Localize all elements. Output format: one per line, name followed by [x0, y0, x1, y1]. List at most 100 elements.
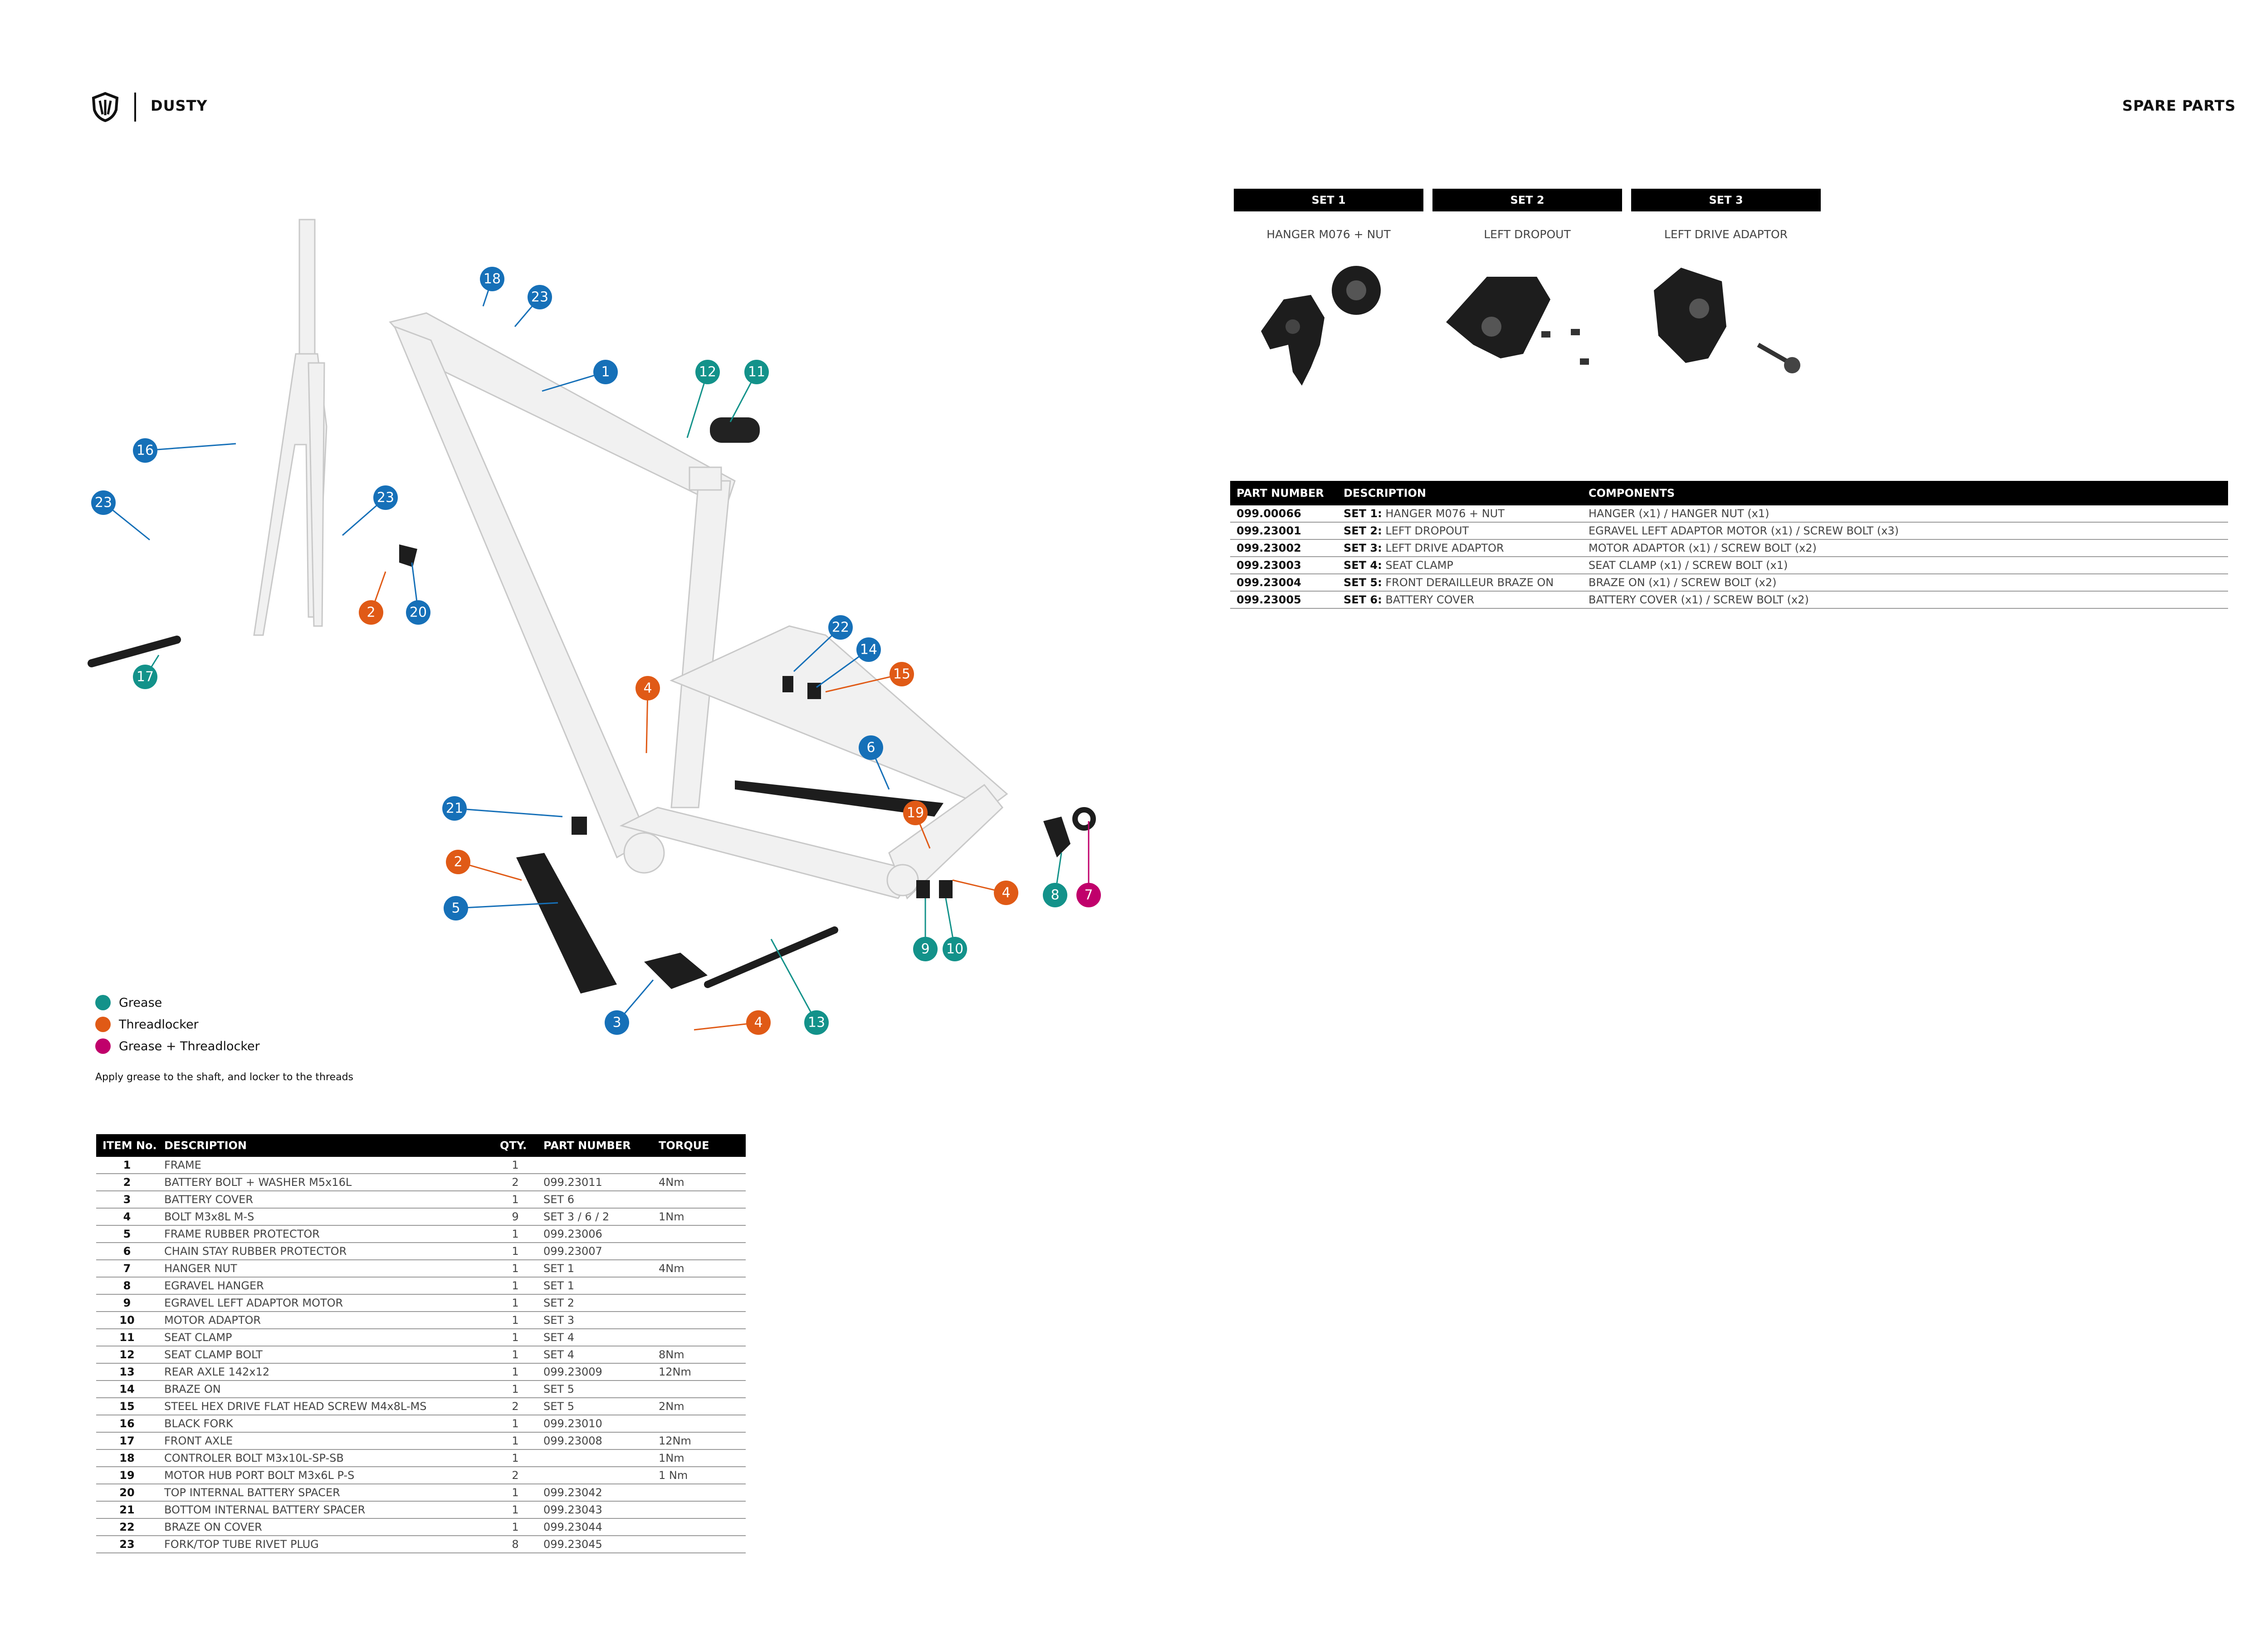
cell-item-number: 9 — [96, 1294, 158, 1312]
hanger-nut-drawing — [1072, 807, 1096, 831]
brand-name: DUSTY — [151, 97, 208, 114]
set-1-name: HANGER M076 + NUT — [1266, 228, 1391, 241]
spare-parts-table: PART NUMBER DESCRIPTION COMPONENTS 099.0… — [1230, 481, 2228, 609]
callout-label: 1 — [601, 364, 610, 380]
leader-line — [770, 939, 817, 1023]
cell-item-number: 11 — [96, 1329, 158, 1346]
cell-part-number: SET 2 — [537, 1294, 652, 1312]
callout-label: 4 — [754, 1015, 763, 1031]
parts-table: ITEM No. DESCRIPTION QTY. PART NUMBER TO… — [96, 1134, 746, 1553]
callout-label: 18 — [484, 271, 501, 287]
cell-torque: 1Nm — [652, 1208, 746, 1226]
cell-description: SET 3: LEFT DRIVE ADAPTOR — [1337, 539, 1582, 557]
legend-note: Apply grease to the shaft, and locker to… — [95, 1072, 354, 1083]
set-description: LEFT DROPOUT — [1385, 524, 1469, 537]
cell-quantity: 1 — [494, 1294, 537, 1312]
hanger-drawing — [1043, 817, 1070, 857]
cell-quantity: 2 — [494, 1398, 537, 1415]
cell-description: SEAT CLAMP — [158, 1329, 494, 1346]
cell-item-number: 14 — [96, 1381, 158, 1398]
cell-quantity: 1 — [494, 1225, 537, 1243]
callout-badge — [903, 801, 928, 825]
cell-components: HANGER (x1) / HANGER NUT (x1) — [1582, 505, 2228, 523]
callout-label: 14 — [860, 642, 877, 658]
callout-label: 2 — [454, 854, 462, 870]
set-description: FRONT DERAILLEUR BRAZE ON — [1385, 576, 1554, 589]
callout-label: 10 — [946, 941, 963, 957]
cell-quantity: 1 — [494, 1518, 537, 1536]
column-header-part-number: PART NUMBER — [1230, 481, 1337, 505]
cell-item-number: 15 — [96, 1398, 158, 1415]
callout-badge — [804, 1010, 829, 1035]
cell-quantity: 1 — [494, 1484, 537, 1502]
set-label: SET 1: — [1344, 507, 1382, 520]
cell-torque — [652, 1277, 746, 1295]
cell-description: REAR AXLE 142x12 — [158, 1363, 494, 1381]
cell-description: CONTROLER BOLT M3x10L-SP-SB — [158, 1449, 494, 1467]
cell-torque: 4Nm — [652, 1174, 746, 1191]
cell-torque — [652, 1484, 746, 1502]
callout-badge — [913, 937, 938, 961]
cell-description: SET 6: BATTERY COVER — [1337, 591, 1582, 609]
cell-part-number: 099.23005 — [1230, 591, 1337, 609]
cell-part-number: 099.23006 — [537, 1225, 652, 1243]
cell-part-number: 099.00066 — [1230, 505, 1337, 523]
callout-label: 15 — [893, 666, 910, 682]
legend-dot-grease-threadlocker — [95, 1038, 111, 1054]
cell-description: CHAIN STAY RUBBER PROTECTOR — [158, 1243, 494, 1260]
shield-logo-icon — [92, 92, 119, 122]
callout-label: 23 — [95, 495, 112, 511]
cell-description: BOTTOM INTERNAL BATTERY SPACER — [158, 1501, 494, 1519]
cell-torque — [652, 1294, 746, 1312]
cell-quantity: 1 — [494, 1381, 537, 1398]
cell-part-number: 099.23042 — [537, 1484, 652, 1502]
cell-part-number: 099.23001 — [1230, 522, 1337, 540]
callout-badge — [133, 665, 157, 689]
cell-torque — [652, 1415, 746, 1433]
cell-item-number: 13 — [96, 1363, 158, 1381]
cell-part-number: SET 3 — [537, 1312, 652, 1329]
cell-part-number: SET 1 — [537, 1260, 652, 1278]
set-description: LEFT DRIVE ADAPTOR — [1385, 542, 1504, 554]
cell-torque — [652, 1243, 746, 1260]
callout-badge — [1076, 883, 1101, 907]
legend-dot-threadlocker — [95, 1017, 111, 1032]
set-2-name: LEFT DROPOUT — [1484, 228, 1571, 241]
cell-item-number: 8 — [96, 1277, 158, 1295]
cell-torque — [652, 1312, 746, 1329]
column-header-item: ITEM No. — [96, 1134, 158, 1157]
cell-quantity: 1 — [494, 1329, 537, 1346]
callout-badge — [856, 637, 881, 662]
cell-item-number: 4 — [96, 1208, 158, 1226]
chain-stay-protector-drawing — [735, 780, 943, 817]
left-dropout-icon — [1446, 277, 1589, 365]
cell-description: FORK/TOP TUBE RIVET PLUG — [158, 1536, 494, 1553]
cell-item-number: 23 — [96, 1536, 158, 1553]
cell-part-number — [537, 1157, 652, 1174]
cell-item-number: 5 — [96, 1225, 158, 1243]
cell-quantity: 9 — [494, 1208, 537, 1226]
cell-torque: 12Nm — [652, 1432, 746, 1450]
cell-quantity: 1 — [494, 1243, 537, 1260]
cell-item-number: 19 — [96, 1467, 158, 1484]
callout-badge — [635, 676, 660, 700]
cell-part-number: 099.23004 — [1230, 574, 1337, 592]
cell-part-number: 099.23008 — [537, 1432, 652, 1450]
frame-drawing — [389, 312, 1008, 900]
leader-line — [825, 673, 902, 693]
callout-label: 11 — [748, 364, 765, 380]
legend-label: Grease — [119, 995, 162, 1010]
cell-description: SEAT CLAMP BOLT — [158, 1346, 494, 1364]
cell-components: SEAT CLAMP (x1) / SCREW BOLT (x1) — [1582, 557, 2228, 574]
cell-quantity: 2 — [494, 1174, 537, 1191]
cell-components: EGRAVEL LEFT ADAPTOR MOTOR (x1) / SCREW … — [1582, 522, 2228, 540]
cell-quantity: 1 — [494, 1157, 537, 1174]
